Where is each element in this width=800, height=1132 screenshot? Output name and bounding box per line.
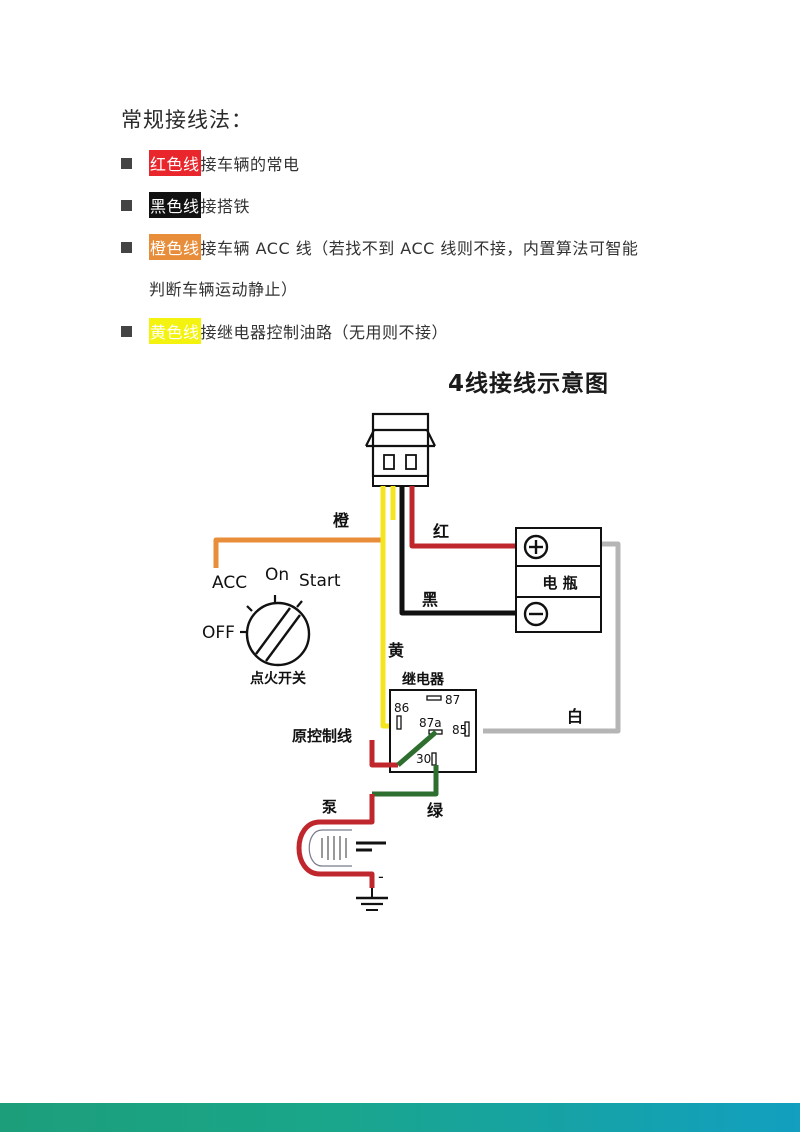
bullet-icon [121,157,132,169]
relay-pin-85-label: 85 [452,723,467,737]
rule-red-wire: 红色线 接车辆的常电 [121,150,300,176]
ignition-on-label: On [265,565,289,585]
orange-wire-highlight: 橙色线 [149,234,201,260]
relay-label: 继电器 [402,671,445,688]
ground-sign: - [378,867,384,886]
ignition-switch [240,595,311,667]
footer-bar [0,1103,800,1132]
orange-wire-label: 橙 [333,511,350,530]
ignition-switch-label: 点火开关 [250,670,306,687]
white-wire-label: 白 [567,707,583,726]
device-connector-icon [365,412,436,487]
rule-orange-wire: 橙色线 接车辆 ACC 线（若找不到 ACC 线则不接，内置算法可智能 [121,234,638,260]
section-title: 常规接线法： [121,108,253,132]
orange-wire [213,486,386,568]
red-wire-label: 红 [433,522,449,541]
original-control-wire [369,740,398,768]
red-wire-highlight: 红色线 [149,150,201,176]
ground-icon [356,888,388,911]
red-wire [409,486,520,549]
black-wire-text: 接搭铁 [200,197,251,216]
battery-plus-icon [523,534,549,560]
diagram-title: 4线接线示意图 [448,371,610,397]
bullet-icon [121,199,132,211]
red-wire-text: 接车辆的常电 [200,155,300,174]
black-wire [399,486,520,616]
rule-black-wire: 黑色线 接搭铁 [121,192,250,218]
black-wire-highlight: 黑色线 [149,192,201,218]
relay-pin-30-label: 30 [416,752,431,766]
ignition-off-label: OFF [202,623,235,643]
orange-wire-text-continuation: 判断车辆运动静止） [149,280,298,299]
green-wire-label: 绿 [427,801,444,820]
rule-yellow-wire: 黄色线 接继电器控制油路（无用则不接） [121,318,448,344]
relay-pin-87a-label: 87a [419,716,442,730]
battery-minus-icon [523,601,549,627]
relay-pin-30 [431,752,437,766]
relay-pin-87 [426,695,442,701]
relay-pin-86-label: 86 [394,701,409,715]
yellow-wire-label: 黄 [388,641,404,660]
battery-label: 电 瓶 [542,574,577,592]
orange-wire-text: 接车辆 ACC 线（若找不到 ACC 线则不接，内置算法可智能 [200,239,639,258]
green-wire-lower [372,765,439,797]
relay-pin-87-label: 87 [445,693,460,707]
yellow-wire-text: 接继电器控制油路（无用则不接） [200,323,449,342]
ignition-acc-label: ACC [212,573,247,593]
pump-label: 泵 [322,798,337,816]
pump-wire [296,794,375,888]
relay-pin-85 [464,721,470,737]
black-wire-label: 黑 [422,590,438,609]
relay-pin-86 [396,715,402,730]
bullet-icon [121,241,132,253]
pump-icon [308,829,386,867]
white-wire [483,541,621,734]
green-wire [396,730,438,767]
original-control-label: 原控制线 [292,727,352,745]
yellow-wire-highlight: 黄色线 [149,318,201,344]
bullet-icon [121,325,132,337]
ignition-start-label: Start [299,571,341,591]
battery: 电 瓶 [515,527,602,633]
